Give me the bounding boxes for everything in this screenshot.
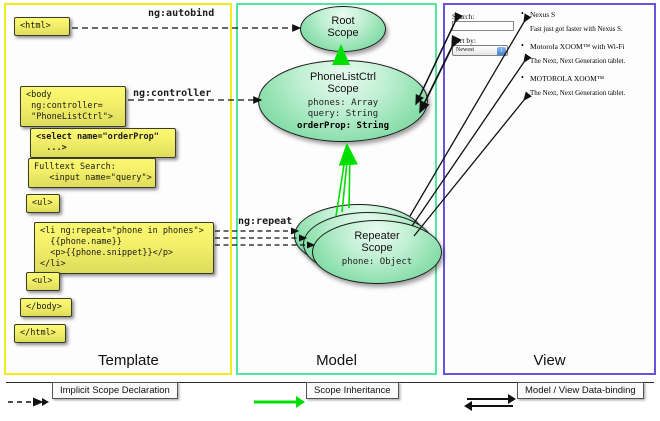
legend-glyph-data-binding <box>464 394 516 411</box>
panel-view-label: View <box>533 352 566 369</box>
ctrl-scope-title-line2: Scope <box>327 83 359 96</box>
ctrl-scope-prop-query: query: String <box>307 109 379 120</box>
phone-name[interactable]: MOTOROLA XOOM™ <box>521 73 651 83</box>
arrow-label-ng-autobind: ng:autobind <box>148 8 215 19</box>
repeater-scope-title-line1: Repeater <box>354 230 400 242</box>
legend-glyph-inheritance <box>254 396 305 408</box>
legend-glyph-implicit <box>8 397 49 407</box>
panel-template-label: Template <box>98 352 159 369</box>
list-item: Nexus S Fast just got faster with Nexus … <box>521 9 651 33</box>
code-box-html-open: <html> <box>14 17 70 36</box>
arrow-label-ng-repeat: ng:repeat <box>238 216 293 227</box>
code-box-ul-close: <ul> <box>26 272 60 291</box>
root-scope-title-line2: Scope <box>327 27 359 40</box>
repeater-scope-prop-phone: phone: Object <box>341 257 413 268</box>
view-sortby-selected-value: Newest <box>456 47 474 53</box>
phonelistctrl-scope-ellipse: PhoneListCtrl Scope phones: Array query:… <box>258 60 428 142</box>
view-sortby-label: Sort by: <box>452 36 476 45</box>
code-box-select: <select name="orderProp" ...> <box>30 128 176 158</box>
code-box-fulltext-search: Fulltext Search: <input name="query"> <box>28 158 156 188</box>
list-item: Motorola XOOM™ with Wi-Fi The Next, Next… <box>521 41 651 65</box>
list-item: MOTOROLA XOOM™ The Next, Next Generation… <box>521 73 651 97</box>
legend-label-scope-inheritance: Scope Inheritance <box>306 382 399 399</box>
legend-label-model-view-data-binding: Model / View Data-binding <box>517 382 644 399</box>
root-scope-ellipse: Root Scope <box>300 6 386 52</box>
phone-name[interactable]: Nexus S <box>521 9 651 19</box>
view-search-label: Search: <box>452 12 475 21</box>
repeater-scope-title-line2: Scope <box>361 242 393 255</box>
legend-label-implicit-scope-declaration: Implicit Scope Declaration <box>52 382 178 399</box>
view-phone-list: Nexus S Fast just got faster with Nexus … <box>521 9 651 106</box>
code-box-li-repeat: <li ng:repeat="phone in phones"> {{phone… <box>34 222 214 274</box>
chevron-updown-icon[interactable]: ↕ <box>497 47 506 55</box>
panel-model: Model <box>236 3 437 375</box>
root-scope-title-line1: Root <box>331 15 355 27</box>
phone-name[interactable]: Motorola XOOM™ with Wi-Fi <box>521 41 651 51</box>
repeater-scope-ellipse-front: Repeater Scope phone: Object <box>312 220 442 284</box>
panel-template: Template <box>4 3 232 375</box>
repeater-scope-props: phone: Object <box>313 257 441 268</box>
view-browser-output: Search: Sort by: Newest ↕ Nexus S Fast j… <box>449 9 651 130</box>
view-sortby-select[interactable]: Newest ↕ <box>452 45 508 56</box>
phone-snippet: The Next, Next Generation tablet. <box>530 89 626 97</box>
arrow-label-ng-controller: ng:controller <box>133 88 212 99</box>
code-box-html-close: </html> <box>14 324 66 343</box>
legend: Implicit Scope Declaration Scope Inherit… <box>0 382 660 421</box>
ctrl-scope-prop-phones: phones: Array <box>307 98 379 109</box>
panel-model-label: Model <box>316 352 357 369</box>
phone-snippet: The Next, Next Generation tablet. <box>530 57 626 65</box>
code-box-ul-open: <ul> <box>26 194 60 213</box>
ctrl-scope-prop-orderprop: orderProp: String <box>296 120 390 131</box>
code-box-body-close: </body> <box>20 298 72 317</box>
ctrl-scope-title-line1: PhoneListCtrl <box>309 71 377 83</box>
phone-snippet: Fast just got faster with Nexus S. <box>530 25 623 33</box>
ctrl-scope-props: phones: Array query: String orderProp: S… <box>259 98 427 132</box>
code-box-body-open: <body ng:controller= "PhoneListCtrl"> <box>20 86 126 127</box>
view-search-input[interactable] <box>452 21 514 31</box>
